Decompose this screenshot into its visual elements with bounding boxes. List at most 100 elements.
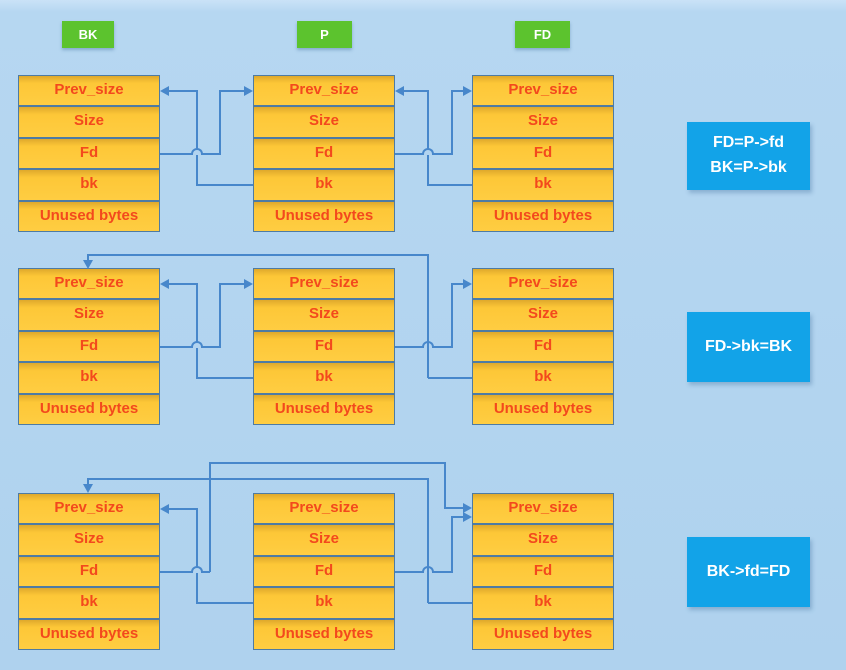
arrow-fd-bk-to-p-row1-arrowhead <box>395 86 404 96</box>
arrow-fd-bk-to-bk-row2-segment <box>87 254 89 262</box>
chunk-field-bk: bk <box>18 587 160 619</box>
chunk-field-unused-bytes: Unused bytes <box>472 618 614 650</box>
label-bk-text: BK <box>78 27 98 42</box>
arrow-bk-fd-to-p-row1-hop <box>191 148 203 155</box>
arrow-p-bk-to-bk-row2-arrowhead <box>160 279 169 289</box>
note-step-3: BK->fd=FD <box>687 537 810 607</box>
arrow-p-fd-to-fd-row1-segment <box>451 90 453 155</box>
chunk-field-fd: Fd <box>472 555 614 588</box>
chunk-field-bk: bk <box>253 362 395 394</box>
note-step-3-line-1: BK->fd=FD <box>706 562 791 580</box>
arrow-p-fd-to-fd-row3-segment <box>451 516 464 518</box>
arrow-bk-fd-to-p-row2-segment <box>160 346 220 348</box>
chunk-field-prev-size: Prev_size <box>253 493 395 525</box>
chunk-field-prev-size: Prev_size <box>18 75 160 107</box>
chunk-field-fd: Fd <box>18 330 160 363</box>
chunk-field-unused-bytes: Unused bytes <box>472 200 614 232</box>
arrow-fd-bk-to-bk-row3-segment <box>87 478 428 480</box>
chunk-field-unused-bytes: Unused bytes <box>472 393 614 425</box>
arrow-fd-bk-to-p-row1-segment <box>428 184 472 186</box>
arrow-p-fd-to-fd-row2-segment <box>451 283 464 285</box>
chunk-field-size: Size <box>472 106 614 138</box>
chunk-field-fd: Fd <box>472 330 614 363</box>
chunk-field-unused-bytes: Unused bytes <box>18 618 160 650</box>
arrow-fd-bk-to-bk-row3-segment <box>427 478 429 603</box>
arrow-p-bk-to-bk-row1-segment <box>169 90 197 92</box>
arrow-p-bk-to-bk-row3-segment <box>196 508 198 604</box>
arrow-p-bk-to-bk-row3-segment <box>197 602 253 604</box>
arrow-bk-fd-to-fd-row3-segment <box>160 571 210 573</box>
arrow-p-fd-to-fd-row1-segment <box>451 90 464 92</box>
arrow-p-fd-to-fd-row3-arrowhead <box>463 512 472 522</box>
chunk-field-bk: bk <box>472 362 614 394</box>
chunk-field-prev-size: Prev_size <box>18 493 160 525</box>
chunk-field-fd: Fd <box>253 137 395 170</box>
arrow-bk-fd-to-p-row1-arrowhead <box>244 86 253 96</box>
label-p: P <box>297 21 352 48</box>
arrow-fd-bk-to-bk-row2-segment <box>87 254 428 256</box>
arrow-p-fd-to-fd-row3-segment <box>451 516 453 573</box>
chunk-field-bk: bk <box>18 169 160 201</box>
arrow-p-fd-to-fd-row1-hop <box>422 148 434 155</box>
label-p-text: P <box>320 27 329 42</box>
arrow-bk-fd-to-fd-row3-segment <box>209 462 446 464</box>
chunk-field-size: Size <box>253 524 395 556</box>
arrow-fd-bk-to-bk-row2-arrowhead <box>83 260 93 269</box>
chunk-field-size: Size <box>472 524 614 556</box>
arrow-p-bk-to-bk-row3-segment <box>169 508 197 510</box>
chunk-field-prev-size: Prev_size <box>472 493 614 525</box>
arrow-bk-fd-to-fd-row3-segment <box>209 462 211 572</box>
arrow-p-bk-to-bk-row3-arrowhead <box>160 504 169 514</box>
chunk-field-fd: Fd <box>472 137 614 170</box>
chunk-field-unused-bytes: Unused bytes <box>253 393 395 425</box>
arrow-fd-bk-to-bk-row2-segment <box>427 254 429 378</box>
chunk-field-bk: bk <box>18 362 160 394</box>
arrow-p-fd-to-fd-row1-arrowhead <box>463 86 472 96</box>
arrow-bk-fd-to-fd-row3-arrowhead <box>463 503 472 513</box>
chunk-field-bk: bk <box>253 587 395 619</box>
note-step-2: FD->bk=BK <box>687 312 810 382</box>
arrow-bk-fd-to-fd-row3-segment <box>444 462 446 509</box>
arrow-fd-bk-to-p-row1-segment <box>427 90 429 186</box>
label-fd-text: FD <box>533 27 552 42</box>
arrow-p-fd-to-fd-row2-segment <box>451 283 453 348</box>
chunk-field-prev-size: Prev_size <box>472 268 614 300</box>
chunk-field-size: Size <box>18 106 160 138</box>
arrow-fd-bk-to-bk-row3-arrowhead <box>83 484 93 493</box>
arrow-p-bk-to-bk-row1-segment <box>196 90 198 186</box>
arrow-p-bk-to-bk-row2-segment <box>196 283 198 379</box>
chunk-field-size: Size <box>253 106 395 138</box>
chunk-field-prev-size: Prev_size <box>472 75 614 107</box>
chunk-field-prev-size: Prev_size <box>18 268 160 300</box>
arrow-fd-bk-to-p-row1-segment <box>404 90 428 92</box>
arrow-bk-fd-to-p-row1-segment <box>219 90 221 155</box>
chunk-field-unused-bytes: Unused bytes <box>18 200 160 232</box>
arrow-bk-fd-to-fd-row3-segment <box>444 507 464 509</box>
arrow-p-bk-to-bk-row2-segment <box>169 283 197 285</box>
chunk-field-fd: Fd <box>18 555 160 588</box>
chunk-field-unused-bytes: Unused bytes <box>253 200 395 232</box>
arrow-fd-bk-to-bk-row3-segment <box>428 602 472 604</box>
chunk-field-bk: bk <box>472 169 614 201</box>
label-fd: FD <box>515 21 570 48</box>
note-step-1-line-2: BK=P->bk <box>710 159 787 176</box>
chunk-field-prev-size: Prev_size <box>253 268 395 300</box>
arrow-bk-fd-to-p-row2-hop <box>191 341 203 348</box>
note-step-2-line-1: FD->bk=BK <box>704 337 793 355</box>
note-step-1-line-1: FD=P->fd <box>712 134 785 152</box>
chunk-field-fd: Fd <box>253 330 395 363</box>
chunk-field-size: Size <box>472 299 614 331</box>
chunk-field-prev-size: Prev_size <box>253 75 395 107</box>
arrow-fd-bk-to-bk-row3-segment <box>87 478 89 486</box>
arrow-fd-bk-to-bk-row2-segment <box>428 377 472 379</box>
arrow-bk-fd-to-p-row1-segment <box>160 153 220 155</box>
chunk-field-size: Size <box>18 524 160 556</box>
chunk-field-size: Size <box>18 299 160 331</box>
